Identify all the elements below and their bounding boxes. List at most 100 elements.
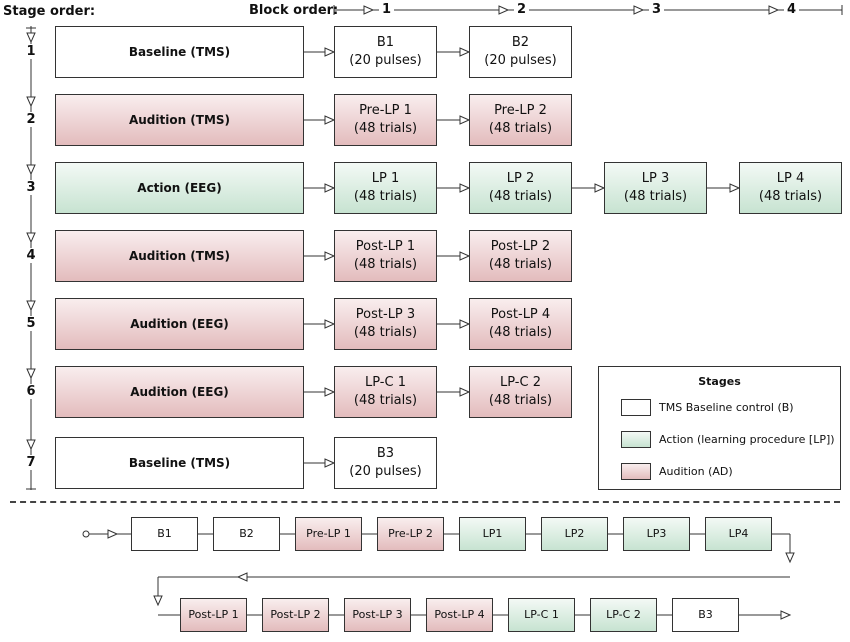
block-box: B1 (20 pulses)	[334, 26, 437, 78]
arrow-head	[459, 251, 471, 261]
block-detail: (48 trials)	[353, 393, 418, 408]
block-number-1: 1	[379, 2, 395, 17]
legend-swatch-action	[621, 431, 651, 448]
block-order-header: Block order:	[249, 3, 339, 18]
block-detail: (20 pulses)	[484, 53, 557, 68]
block-box: LP-C 1 (48 trials)	[334, 366, 437, 418]
block-detail: (48 trials)	[623, 189, 688, 204]
block-detail: (48 trials)	[488, 189, 553, 204]
sequence-box: LP1	[459, 517, 526, 551]
arrow-head	[729, 183, 741, 193]
block-box: LP 3 (48 trials)	[604, 162, 707, 214]
arrow-head	[459, 387, 471, 397]
block-box: B2 (20 pulses)	[469, 26, 572, 78]
arrow-head	[459, 115, 471, 125]
sequence-box: Post-LP 3	[344, 598, 411, 632]
stage-number-1: 1	[21, 44, 41, 59]
arrow-head	[26, 164, 36, 176]
arrow-head	[26, 439, 36, 451]
sequence-box: B2	[213, 517, 280, 551]
arrow-head	[26, 300, 36, 312]
arrow-head	[324, 47, 336, 57]
block-box: Post-LP 2(48 trials)	[469, 230, 572, 282]
arrow-head	[324, 387, 336, 397]
stages-legend: Stages TMS Baseline control (B)Action (l…	[598, 366, 841, 490]
stage-number-4: 4	[21, 248, 41, 263]
block-box: LP 4(48 trials)	[739, 162, 842, 214]
stage-number-2: 2	[21, 112, 41, 127]
legend-swatch-baseline	[621, 399, 651, 416]
arrow-head	[498, 5, 510, 15]
block-detail: (48 trials)	[488, 121, 553, 136]
stage-box-1: Baseline (TMS)	[55, 26, 304, 78]
block-detail: (48 trials)	[353, 325, 418, 340]
arrow-head	[324, 319, 336, 329]
block-name: LP 2	[506, 171, 535, 186]
arrow-head	[26, 32, 36, 44]
stage-box-4: Audition (TMS)	[55, 230, 304, 282]
block-detail: (48 trials)	[353, 121, 418, 136]
stage-number-6: 6	[21, 384, 41, 399]
stage-label: Audition (TMS)	[128, 113, 231, 127]
arrow-head	[459, 319, 471, 329]
sequence-box: LP2	[541, 517, 608, 551]
stage-label: Baseline (TMS)	[128, 45, 231, 59]
sequence-box: Post-LP 1	[180, 598, 247, 632]
block-box: LP 1(48 trials)	[334, 162, 437, 214]
arrow-head	[26, 232, 36, 244]
block-detail: (48 trials)	[488, 257, 553, 272]
block-detail: (20 pulses)	[349, 464, 422, 479]
sequence-box: B1	[131, 517, 198, 551]
stage-box-5: Audition (EEG)	[55, 298, 304, 350]
legend-title: Stages	[698, 375, 741, 388]
arrow-head	[363, 5, 375, 15]
block-name: Pre-LP 1	[359, 103, 412, 118]
block-box: Post-LP 3 (48 trials)	[334, 298, 437, 350]
legend-label-action: Action (learning procedure [LP])	[659, 433, 835, 446]
arrow-head	[26, 368, 36, 380]
sequence-box: Post-LP 2	[262, 598, 329, 632]
block-detail: (20 pulses)	[349, 53, 422, 68]
stage-number-5: 5	[21, 316, 41, 331]
block-number-2: 2	[514, 2, 530, 17]
stage-label: Audition (TMS)	[128, 249, 231, 263]
block-number-4: 4	[784, 2, 800, 17]
block-detail: (48 trials)	[488, 325, 553, 340]
stage-label: Action (EEG)	[137, 181, 222, 195]
arrow-head	[153, 595, 163, 607]
block-name: Pre-LP 2	[494, 103, 547, 118]
block-box: LP 2 (48 trials)	[469, 162, 572, 214]
stage-number-3: 3	[21, 180, 41, 195]
sequence-box: LP-C 1	[508, 598, 575, 632]
block-box: Pre-LP 2 (48 trials)	[469, 94, 572, 146]
block-name: B1	[376, 35, 395, 50]
stage-label: Audition (EEG)	[130, 317, 229, 331]
block-name: Post-LP 3	[355, 307, 416, 322]
arrow-head	[785, 552, 795, 564]
block-box: B3 (20 pulses)	[334, 437, 437, 489]
block-name: LP-C 1	[365, 375, 406, 390]
block-name: LP 3	[641, 171, 670, 186]
block-number-3: 3	[649, 2, 665, 17]
arrow-head	[594, 183, 606, 193]
stage-box-2: Audition (TMS)	[55, 94, 304, 146]
arrow-head	[459, 183, 471, 193]
block-box: Post-LP 4(48 trials)	[469, 298, 572, 350]
arrow-head	[236, 572, 248, 582]
stage-box-7: Baseline (TMS)	[55, 437, 304, 489]
sequence-box: LP4	[705, 517, 772, 551]
block-name: B3	[376, 446, 395, 461]
arrow-head	[26, 96, 36, 108]
arrow-head	[459, 47, 471, 57]
block-name: LP 4	[776, 171, 805, 186]
arrow-head	[780, 610, 792, 620]
block-name: B2	[511, 35, 530, 50]
block-detail: (48 trials)	[488, 393, 553, 408]
block-box: Post-LP 1(48 trials)	[334, 230, 437, 282]
sequence-box: Pre-LP 2	[377, 517, 444, 551]
block-name: LP-C 2	[500, 375, 541, 390]
block-name: Post-LP 1	[355, 239, 416, 254]
stage-number-7: 7	[21, 455, 41, 470]
